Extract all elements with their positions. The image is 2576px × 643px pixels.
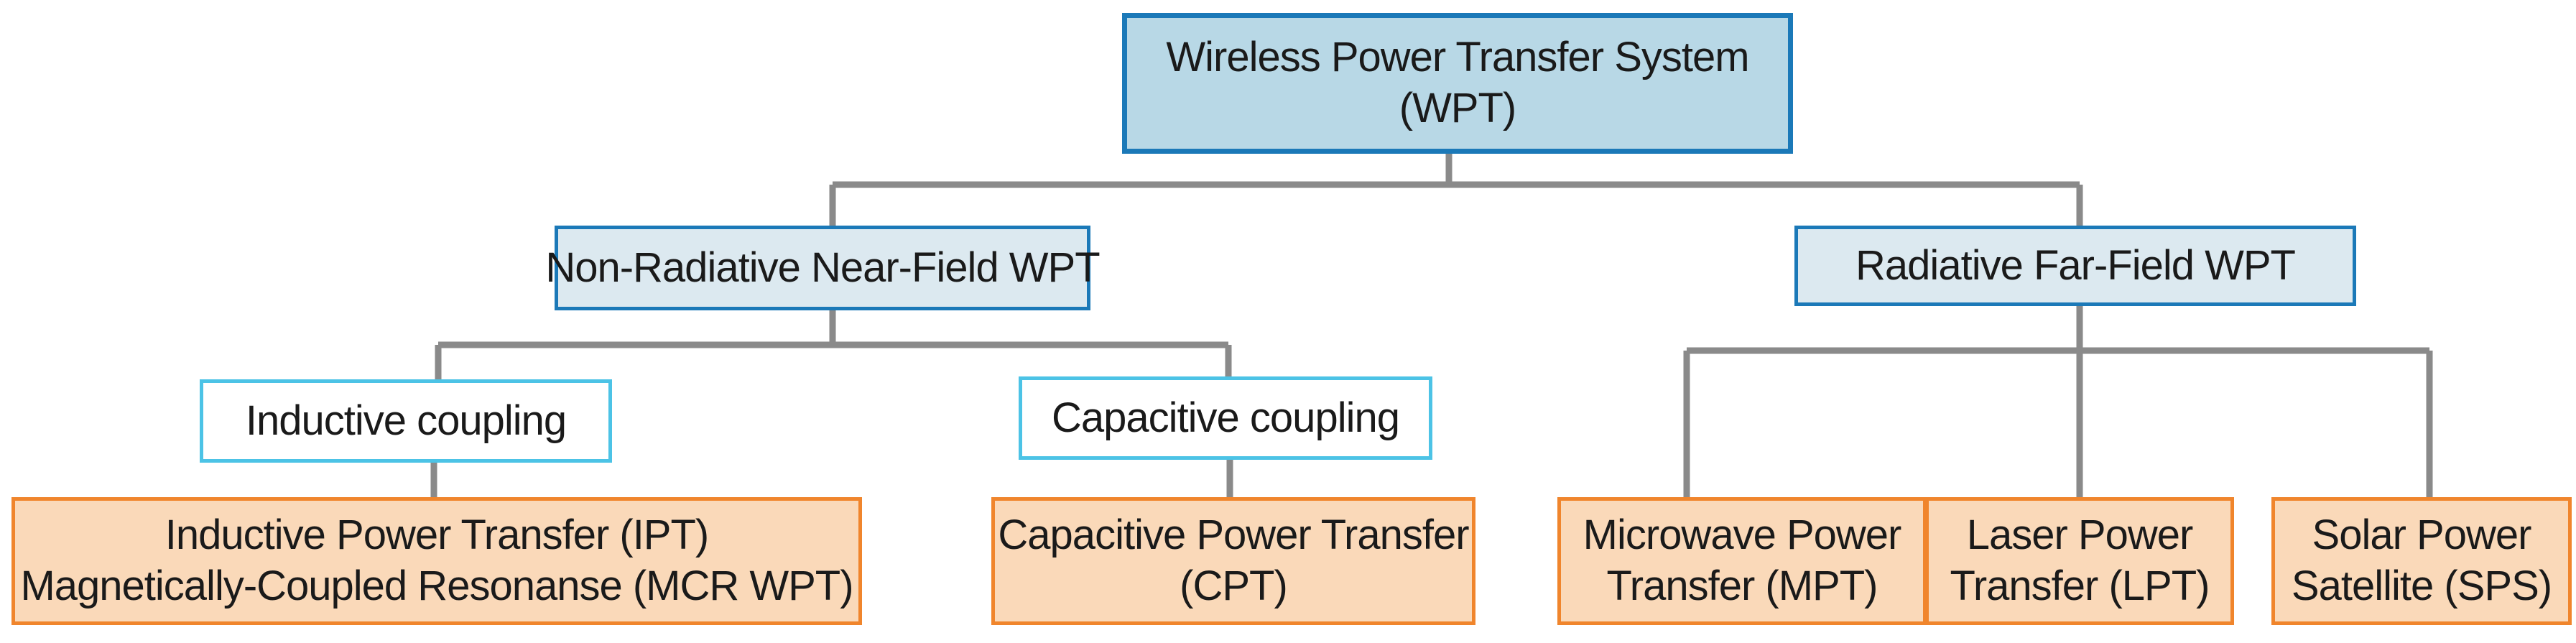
- node-far-field-wpt: Radiative Far-Field WPT: [1794, 226, 2356, 306]
- node-wpt-system-line-2: (WPT): [1399, 85, 1516, 131]
- node-inductive-coupling-label: Inductive coupling: [245, 397, 567, 444]
- node-mpt-line-2: Transfer (MPT): [1606, 563, 1878, 609]
- node-lpt: Laser Power Transfer (LPT): [1925, 497, 2234, 625]
- node-lpt-line-2: Transfer (LPT): [1950, 563, 2210, 609]
- node-wpt-system-line-1: Wireless Power Transfer System: [1166, 34, 1749, 81]
- node-inductive-coupling: Inductive coupling: [200, 379, 612, 463]
- node-capacitive-coupling-label: Capacitive coupling: [1052, 394, 1400, 441]
- node-capacitive-coupling: Capacitive coupling: [1019, 376, 1432, 460]
- node-sps-line-2: Satellite (SPS): [2291, 563, 2552, 609]
- node-ipt-mcr: Inductive Power Transfer (IPT) Magnetica…: [11, 497, 862, 625]
- node-ipt-mcr-line-2: Magnetically-Coupled Resonanse (MCR WPT): [20, 563, 853, 609]
- node-cpt-line-1: Capacitive Power Transfer: [998, 512, 1469, 559]
- node-ipt-mcr-line-1: Inductive Power Transfer (IPT): [165, 512, 709, 559]
- node-near-field-wpt: Non-Radiative Near-Field WPT: [545, 226, 1101, 310]
- node-sps: Solar Power Satellite (SPS): [2271, 497, 2572, 625]
- node-mpt: Microwave Power Transfer (MPT): [1557, 497, 1927, 625]
- node-cpt: Capacitive Power Transfer (CPT): [991, 497, 1475, 625]
- node-cpt-line-2: (CPT): [1180, 563, 1288, 609]
- node-far-field-wpt-label: Radiative Far-Field WPT: [1855, 241, 2296, 289]
- node-sps-line-1: Solar Power: [2312, 512, 2532, 559]
- node-wpt-system: Wireless Power Transfer System (WPT): [1122, 13, 1793, 154]
- node-mpt-line-1: Microwave Power: [1583, 512, 1902, 559]
- node-lpt-line-1: Laser Power: [1966, 512, 2194, 559]
- node-near-field-wpt-label: Non-Radiative Near-Field WPT: [545, 244, 1100, 291]
